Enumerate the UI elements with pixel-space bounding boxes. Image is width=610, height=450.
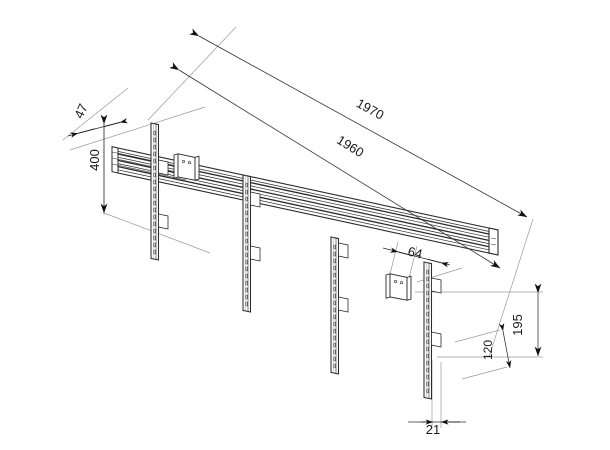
dim-label-400: 400 <box>87 149 102 171</box>
clamp-bracket-1 <box>173 153 200 181</box>
rail-left-end-cap <box>111 145 119 174</box>
vertical-rail-2 <box>242 174 252 313</box>
dimension-400: 400 <box>87 114 108 214</box>
dimension-21: 21 <box>408 419 466 437</box>
vertical-rail-4 <box>423 261 433 400</box>
dim-label-120: 120 <box>481 340 495 360</box>
clamp-bracket-2 <box>385 273 412 301</box>
vertical-rail-1 <box>150 122 160 261</box>
dim-label-64: 64 <box>406 244 424 262</box>
dim-label-195: 195 <box>510 314 525 336</box>
rail-right-end-cap <box>488 227 499 256</box>
vertical-rail-3 <box>330 236 340 375</box>
dimension-64: 64 <box>382 244 451 268</box>
dimension-47: 47 <box>67 101 129 138</box>
dim-label-21: 21 <box>426 422 440 437</box>
dimension-120: 120 <box>481 323 512 369</box>
dim-label-47: 47 <box>71 101 91 120</box>
dimension-195: 195 <box>510 283 542 357</box>
